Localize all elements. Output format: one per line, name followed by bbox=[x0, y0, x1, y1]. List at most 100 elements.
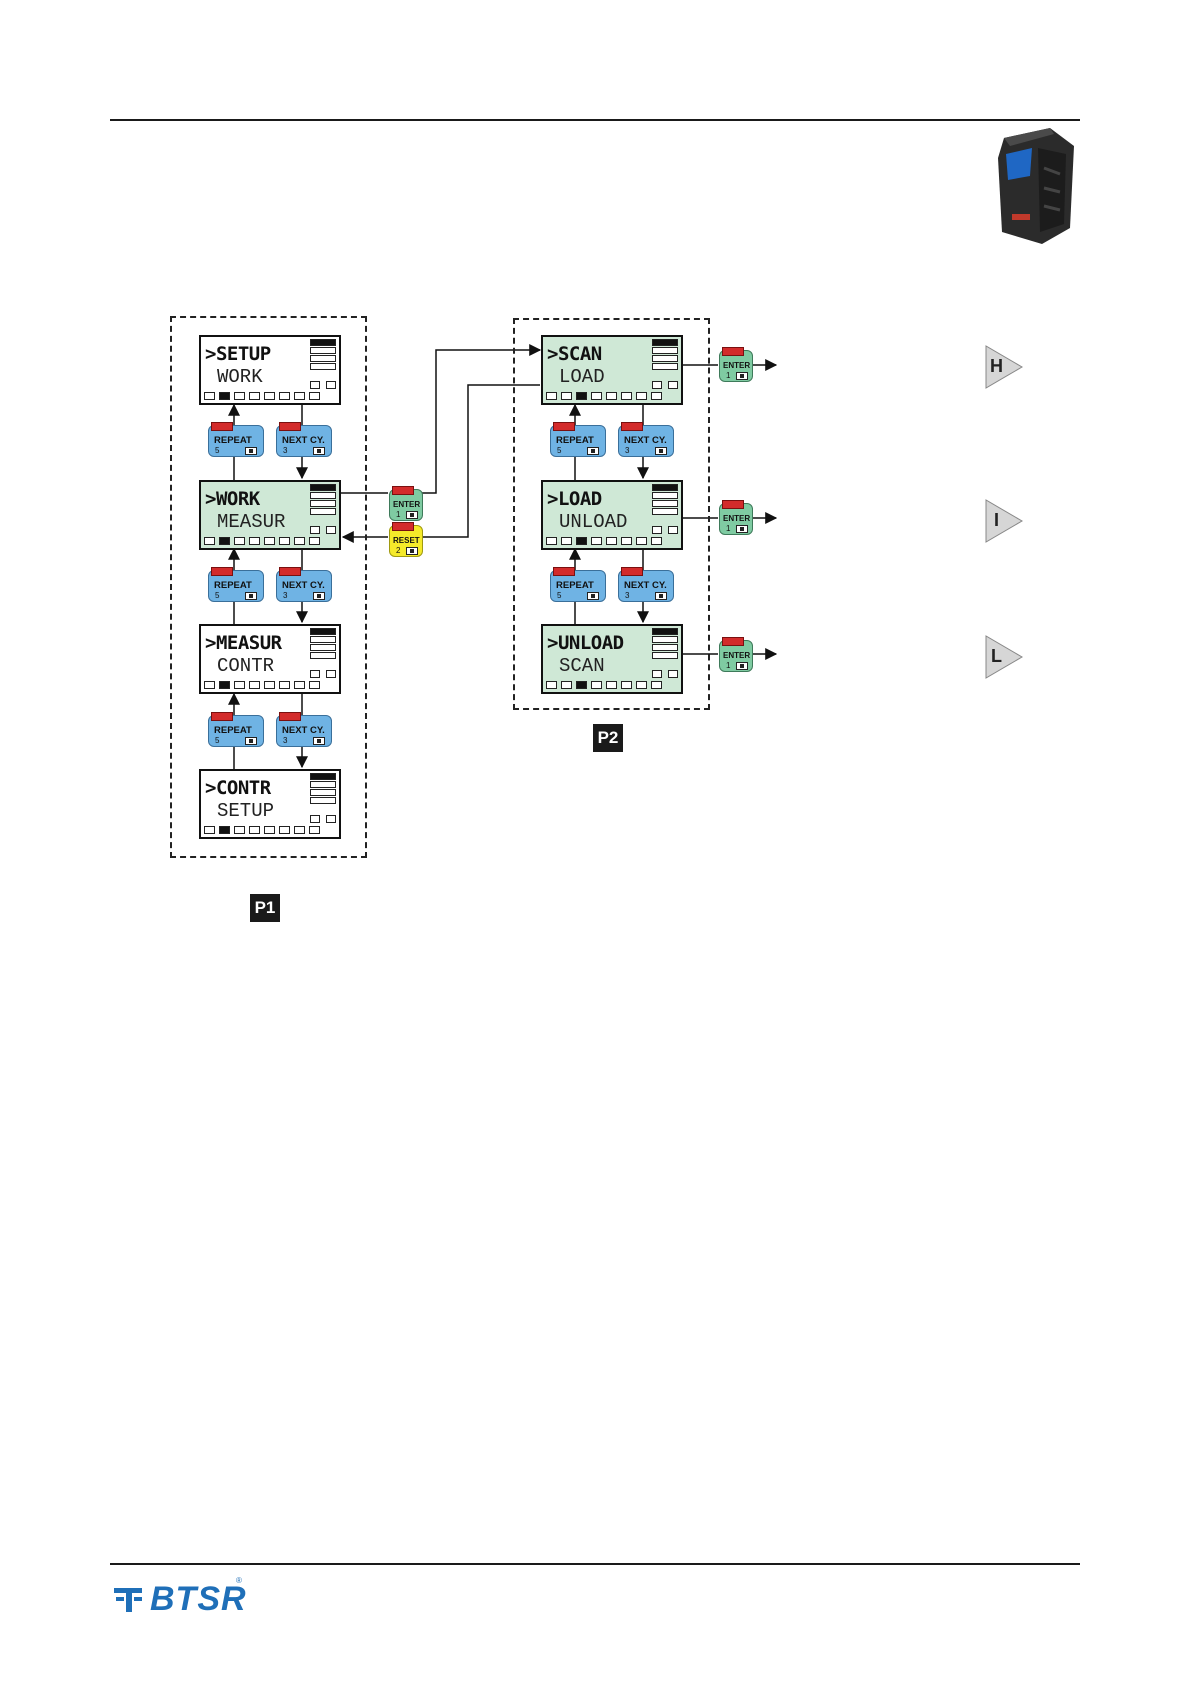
key-icon bbox=[587, 447, 599, 455]
key-icon bbox=[736, 372, 748, 380]
key-icon bbox=[245, 737, 257, 745]
button-number: 3 bbox=[625, 446, 629, 455]
key-icon bbox=[406, 547, 418, 555]
lcd-bars bbox=[652, 484, 678, 516]
lcd-line2: MEASUR bbox=[217, 511, 285, 533]
button-label: ENTER bbox=[723, 514, 750, 523]
key-icon bbox=[736, 662, 748, 670]
group-tag-p1: P1 bbox=[250, 894, 280, 922]
button-label: NEXT CY. bbox=[282, 435, 325, 446]
key-icon bbox=[245, 592, 257, 600]
btsr-logo: BTSR bbox=[150, 1580, 247, 1619]
lcd-page-indicator bbox=[204, 392, 320, 400]
repeat-button[interactable]: REPEAT 5 bbox=[208, 425, 264, 457]
key-icon bbox=[313, 737, 325, 745]
lcd-line1: >SETUP bbox=[205, 343, 271, 365]
button-number: 5 bbox=[215, 591, 219, 600]
button-number: 1 bbox=[726, 524, 730, 533]
lcd-bars bbox=[310, 339, 336, 371]
target-triangle-i bbox=[986, 500, 1022, 542]
button-number: 1 bbox=[396, 510, 400, 519]
button-label: ENTER bbox=[723, 651, 750, 660]
lcd-bars bbox=[310, 628, 336, 660]
key-icon bbox=[587, 592, 599, 600]
key-icon bbox=[313, 447, 325, 455]
button-label: REPEAT bbox=[214, 580, 252, 591]
button-number: 5 bbox=[557, 591, 561, 600]
repeat-button[interactable]: REPEAT 5 bbox=[208, 715, 264, 747]
key-icon bbox=[655, 447, 667, 455]
lcd-setup: >SETUP WORK bbox=[199, 335, 341, 405]
lcd-line1: >MEASUR bbox=[205, 632, 282, 654]
button-number: 5 bbox=[215, 736, 219, 745]
target-label-i: I bbox=[994, 510, 999, 531]
reset-button[interactable]: RESET 2 bbox=[389, 525, 423, 557]
lcd-page-indicator bbox=[204, 826, 320, 834]
lcd-line1: >CONTR bbox=[205, 777, 271, 799]
button-number: 5 bbox=[215, 446, 219, 455]
enter-button[interactable]: ENTER 1 bbox=[389, 489, 423, 521]
button-label: RESET bbox=[393, 536, 420, 545]
button-label: ENTER bbox=[723, 361, 750, 370]
button-label: REPEAT bbox=[214, 435, 252, 446]
button-label: REPEAT bbox=[556, 580, 594, 591]
button-label: NEXT CY. bbox=[624, 435, 667, 446]
button-label: NEXT CY. bbox=[282, 580, 325, 591]
lcd-squares bbox=[310, 526, 336, 534]
enter-button[interactable]: ENTER 1 bbox=[719, 503, 753, 535]
lcd-page-indicator bbox=[546, 537, 662, 545]
lcd-squares bbox=[652, 526, 678, 534]
lcd-line2: SETUP bbox=[217, 800, 274, 822]
button-label: ENTER bbox=[393, 500, 420, 509]
enter-button[interactable]: ENTER 1 bbox=[719, 350, 753, 382]
button-number: 5 bbox=[557, 446, 561, 455]
lcd-work: >WORK MEASUR bbox=[199, 480, 341, 550]
next-cycle-button[interactable]: NEXT CY. 3 bbox=[618, 425, 674, 457]
lcd-line1: >LOAD bbox=[547, 488, 602, 510]
lcd-line2: WORK bbox=[217, 366, 263, 388]
btsr-logo-mark bbox=[112, 1584, 146, 1616]
key-icon bbox=[655, 592, 667, 600]
key-icon bbox=[406, 511, 418, 519]
lcd-bars bbox=[310, 773, 336, 805]
button-number: 1 bbox=[726, 661, 730, 670]
lcd-bars bbox=[652, 628, 678, 660]
lcd-squares bbox=[652, 381, 678, 389]
button-label: REPEAT bbox=[556, 435, 594, 446]
enter-button[interactable]: ENTER 1 bbox=[719, 640, 753, 672]
next-cycle-button[interactable]: NEXT CY. 3 bbox=[276, 715, 332, 747]
lcd-bars bbox=[310, 484, 336, 516]
button-number: 3 bbox=[625, 591, 629, 600]
lcd-line1: >SCAN bbox=[547, 343, 602, 365]
button-number: 3 bbox=[283, 591, 287, 600]
lcd-measur: >MEASUR CONTR bbox=[199, 624, 341, 694]
next-cycle-button[interactable]: NEXT CY. 3 bbox=[276, 570, 332, 602]
button-number: 2 bbox=[396, 546, 400, 555]
key-icon bbox=[313, 592, 325, 600]
lcd-squares bbox=[310, 815, 336, 823]
repeat-button[interactable]: REPEAT 5 bbox=[208, 570, 264, 602]
lcd-line2: SCAN bbox=[559, 655, 605, 677]
button-label: NEXT CY. bbox=[282, 725, 325, 736]
button-number: 1 bbox=[726, 371, 730, 380]
lcd-squares bbox=[310, 381, 336, 389]
repeat-button[interactable]: REPEAT 5 bbox=[550, 570, 606, 602]
lcd-page-indicator bbox=[546, 392, 662, 400]
key-icon bbox=[736, 525, 748, 533]
next-cycle-button[interactable]: NEXT CY. 3 bbox=[618, 570, 674, 602]
button-label: NEXT CY. bbox=[624, 580, 667, 591]
lcd-unload: >UNLOAD SCAN bbox=[541, 624, 683, 694]
key-icon bbox=[245, 447, 257, 455]
lcd-line1: >UNLOAD bbox=[547, 632, 624, 654]
repeat-button[interactable]: REPEAT 5 bbox=[550, 425, 606, 457]
registered-mark: ® bbox=[236, 1576, 242, 1585]
group-tag-p2: P2 bbox=[593, 724, 623, 752]
lcd-page-indicator bbox=[204, 537, 320, 545]
target-label-l: L bbox=[991, 646, 1002, 667]
next-cycle-button[interactable]: NEXT CY. 3 bbox=[276, 425, 332, 457]
target-label-h: H bbox=[990, 356, 1003, 377]
lcd-line2: UNLOAD bbox=[559, 511, 627, 533]
lcd-contr: >CONTR SETUP bbox=[199, 769, 341, 839]
button-number: 3 bbox=[283, 736, 287, 745]
lcd-line1: >WORK bbox=[205, 488, 260, 510]
